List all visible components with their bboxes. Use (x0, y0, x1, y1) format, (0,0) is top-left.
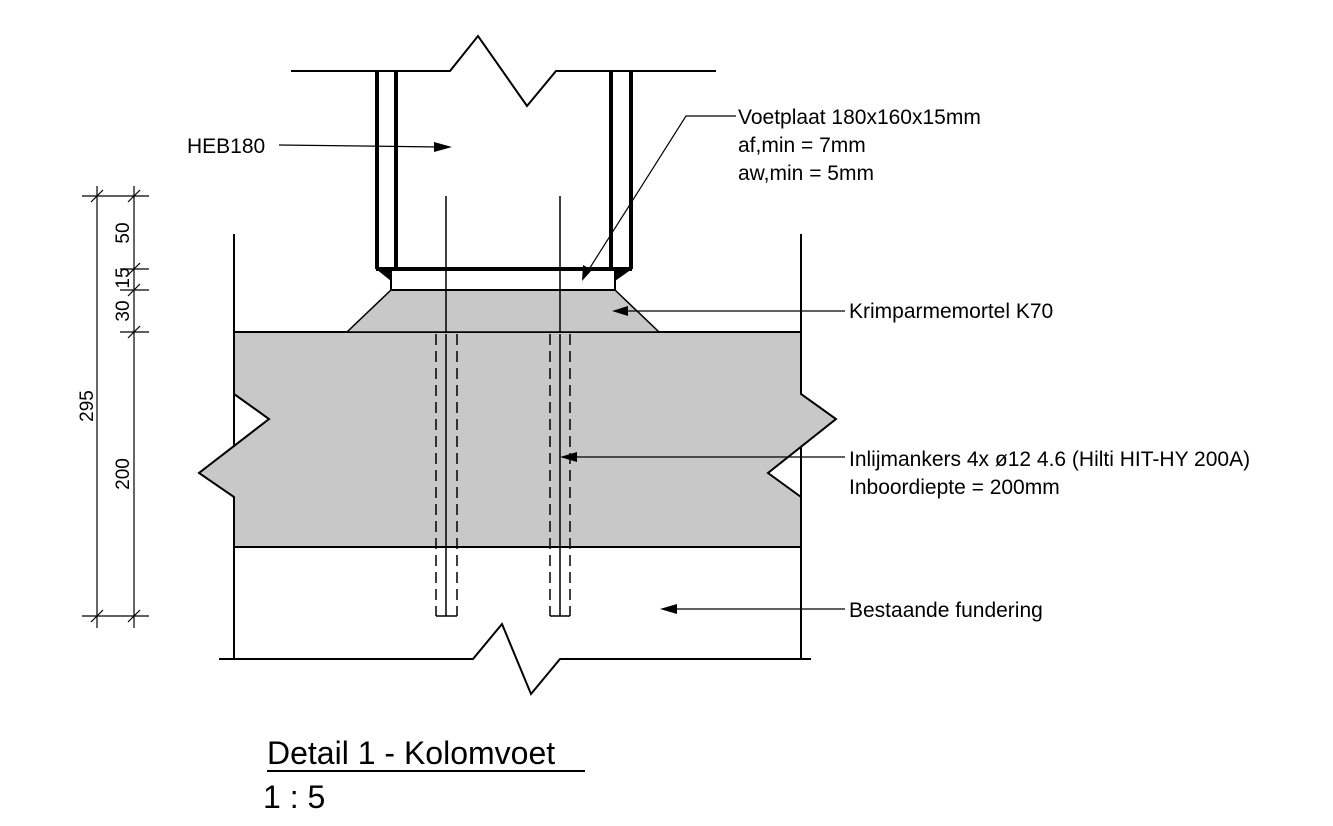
leader-lines (278, 115, 845, 610)
arrowheads (434, 142, 677, 614)
anchor-rods (435, 334, 571, 617)
label-plate-line3: aw,min = 5mm (738, 162, 874, 185)
dim-total: 295 (77, 390, 98, 422)
detail-title: Detail 1 - Kolomvoet (267, 735, 555, 771)
label-mortar: Krimparmemortel K70 (849, 300, 1053, 323)
dim-200: 200 (113, 458, 134, 490)
concrete-fill (197, 331, 838, 548)
foot-plate (390, 268, 616, 291)
label-anchors-line1: Inlijmankers 4x ø12 4.6 (Hilti HIT-HY 20… (849, 448, 1250, 471)
column-break-line (291, 34, 716, 108)
label-heb: HEB180 (187, 135, 265, 158)
weld-right (615, 269, 632, 281)
dim-50: 50 (113, 222, 134, 243)
heb-column (375, 70, 633, 269)
anchor-centerlines (445, 196, 561, 332)
label-foundation: Bestaande fundering (849, 599, 1043, 622)
label-anchors-line2: Inboordiepte = 200mm (849, 476, 1060, 499)
detail-scale: 1 : 5 (263, 779, 325, 815)
label-plate-line1: Voetplaat 180x160x15mm (738, 106, 981, 129)
dim-30: 30 (113, 300, 134, 321)
dim-15: 15 (113, 267, 134, 288)
label-plate-line2: af,min = 7mm (738, 134, 866, 157)
weld-left (376, 269, 391, 281)
dimension-lines (82, 186, 149, 628)
